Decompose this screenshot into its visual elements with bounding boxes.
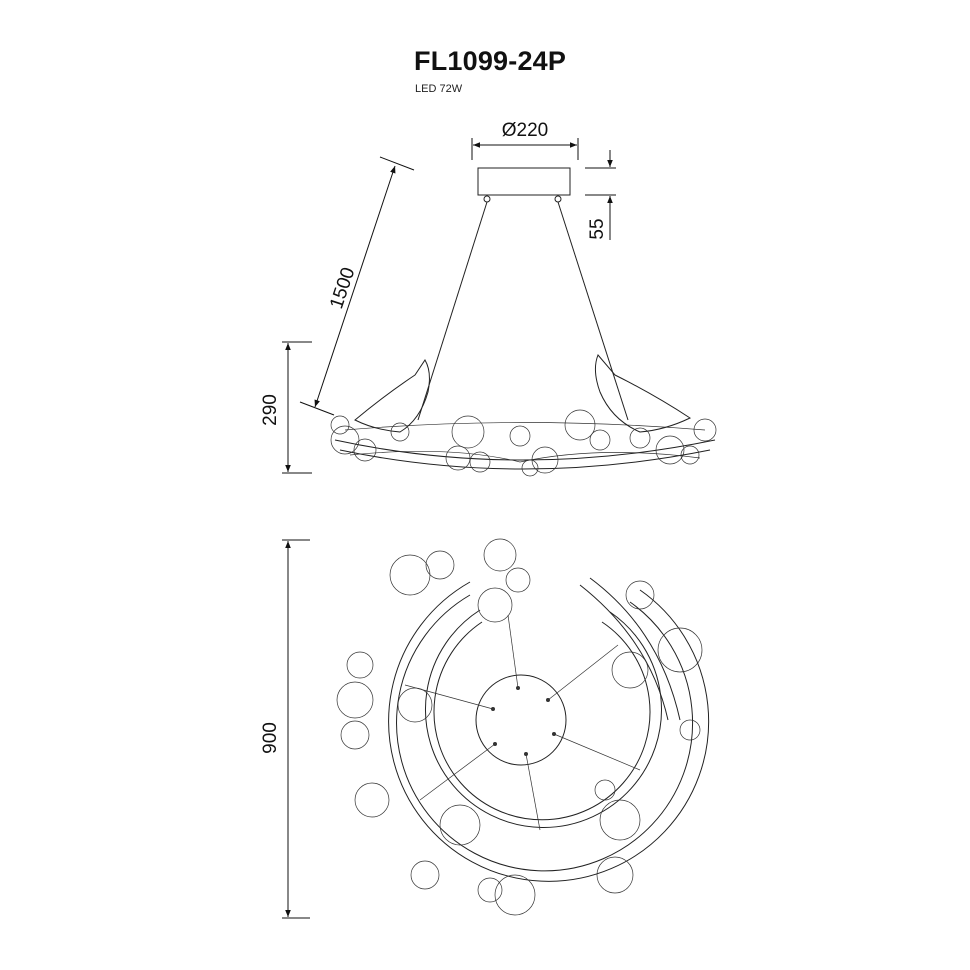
chandelier-top-view xyxy=(336,538,710,916)
canopy-diameter-dimension: Ø220 xyxy=(471,120,579,160)
power-spec: LED 72W xyxy=(415,83,463,95)
model-title: FL1099-24P xyxy=(414,46,567,76)
diameter-dimension: 900 xyxy=(260,539,310,919)
chandelier-side-view xyxy=(330,354,717,477)
canopy-height-dimension: 55 xyxy=(585,150,616,240)
canopy-diameter-label: Ø220 xyxy=(502,120,548,141)
canopy xyxy=(477,167,571,203)
body-height-label: 290 xyxy=(260,394,281,426)
center-disc xyxy=(475,674,567,766)
diameter-label: 900 xyxy=(260,722,281,754)
canopy-height-label: 55 xyxy=(587,218,608,239)
cable-length-dimension: 1500 xyxy=(299,156,415,416)
body-height-dimension: 290 xyxy=(260,341,312,474)
